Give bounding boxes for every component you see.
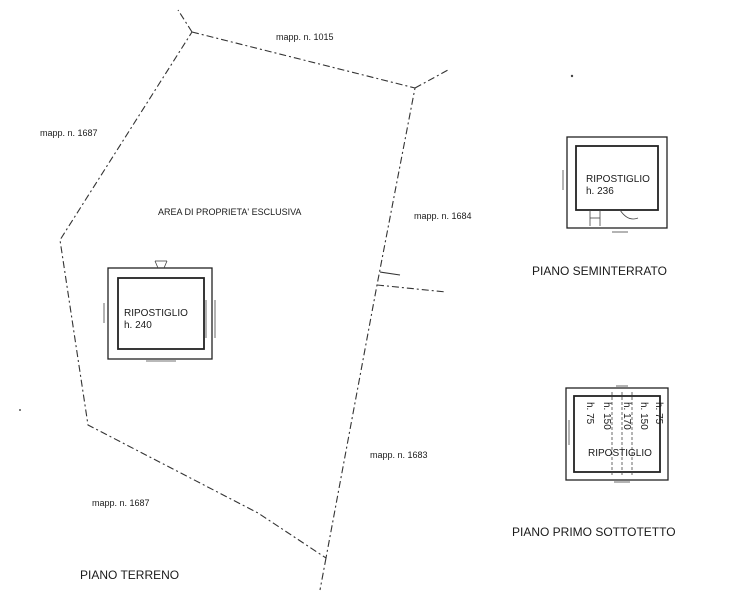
ground-outer-wall: [107, 267, 213, 360]
basement-storage: RIPOSTIGLIO h. 236: [562, 136, 668, 233]
basement-outer-wall: [566, 136, 668, 229]
basement-room-name: RIPOSTIGLIO: [586, 174, 650, 185]
basement-inner-wall: [575, 145, 659, 211]
ground-door-top-left: [154, 260, 159, 269]
parcel-label-right-middle: mapp. n. 1684: [414, 211, 472, 221]
ground-door-top-right: [163, 260, 168, 269]
area-label: AREA DI PROPRIETA' ESCLUSIVA: [158, 207, 301, 217]
ground-inner-wall: [117, 277, 205, 350]
basement-title: PIANO SEMINTERRATO: [532, 264, 667, 278]
attic-height-1: h. 75: [584, 402, 595, 425]
attic-height-5: h. 75: [653, 402, 664, 425]
boundary-ext-bottom: [319, 557, 327, 591]
property-boundary: [59, 31, 416, 559]
boundary-ext-top-right: [414, 69, 449, 89]
basement-door-swing: [619, 209, 639, 220]
stray-mark: [19, 409, 21, 411]
attic-inner-wall: [573, 395, 661, 473]
ground-room-name: RIPOSTIGLIO: [124, 308, 188, 319]
parcel-label-top: mapp. n. 1015: [276, 32, 334, 42]
attic-height-3: h. 170: [621, 402, 632, 430]
neighbour-boundaries: [177, 9, 449, 591]
ground-room-height: h. 240: [124, 320, 152, 331]
parcel-label-right-lower: mapp. n. 1683: [370, 450, 428, 460]
attic-height-4: h. 150: [638, 402, 649, 430]
boundary-line: [59, 31, 416, 559]
parcel-label-left-lower: mapp. n. 1687: [92, 498, 150, 508]
stray-mark: [570, 74, 574, 78]
attic-storage: h. 75 h. 150 h. 170 h. 150 h. 75 RIPOSTI…: [565, 385, 669, 483]
attic-room-name: RIPOSTIGLIO: [588, 448, 652, 459]
attic-title: PIANO PRIMO SOTTOTETTO: [512, 525, 676, 539]
boundary-ext-middle-right: [379, 271, 401, 276]
boundary-ext-top-left: [177, 9, 193, 33]
basement-room-height: h. 236: [586, 186, 614, 197]
attic-outer-wall: [565, 387, 669, 481]
ground-floor-title: PIANO TERRENO: [80, 568, 179, 582]
parcel-label-left-upper: mapp. n. 1687: [40, 128, 98, 138]
ground-floor-storage: RIPOSTIGLIO h. 240: [103, 260, 216, 362]
attic-height-2: h. 150: [601, 402, 612, 430]
boundary-ext-right: [376, 284, 447, 293]
